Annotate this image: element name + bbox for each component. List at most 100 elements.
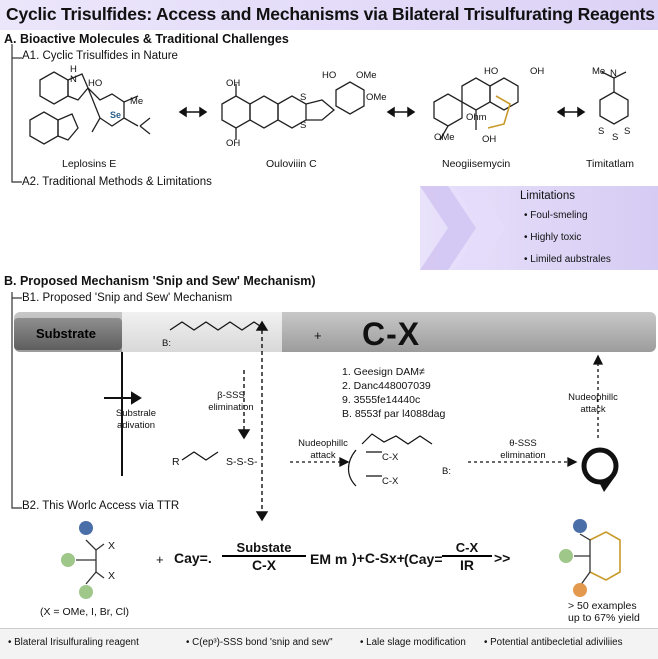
atom-label-ome-1: OMe	[356, 70, 377, 81]
atom-label-ho-3: HO	[484, 66, 499, 77]
ball-green-1	[61, 553, 75, 567]
section-a2-heading: A2. Traditional Methods & Limitations	[22, 176, 212, 188]
ball-green-2	[79, 585, 93, 599]
numbered-item: 1. Geesign DAM≠	[342, 366, 425, 378]
page-title: Cyclic Trisulfides: Access and Mechanism…	[6, 4, 655, 24]
yield-result: up to 67% yield	[568, 612, 640, 624]
footer-item: • C(ep³)-SSS bond 'snip and sew"	[186, 637, 333, 648]
r-sss-chain	[181, 451, 219, 461]
beta-sss-arrow	[237, 370, 251, 440]
nucleophilic-attack-arrow-1	[290, 456, 350, 468]
product-backbone	[574, 533, 591, 587]
limitation-item: • Highly toxic	[524, 232, 582, 243]
product-ball-blue	[573, 519, 587, 533]
intermediate-structure	[347, 433, 433, 487]
nucleophilic-attack-label-1: Nudeophillc attack	[298, 438, 348, 461]
atom-label-oh-3: OH	[530, 66, 545, 77]
product-ball-green	[559, 549, 573, 563]
fraction-2: C-X IR	[442, 540, 492, 573]
atom-label-ohm: Ohm	[466, 112, 487, 123]
section-b2-heading: B2. This Worlc Access via TTR	[22, 500, 180, 512]
numbered-item: B. 8553f par l4088dag	[342, 408, 446, 420]
substrate-activation-label: Substrale adivation	[115, 408, 157, 431]
equation-middle: )+C-Sx+	[352, 550, 405, 566]
plus-sign: +	[314, 328, 322, 343]
atom-label-me: Me	[130, 96, 144, 107]
activation-arrow	[104, 352, 142, 476]
molecule-4-structure	[599, 71, 629, 125]
atom-label-ho-2: HO	[322, 70, 337, 81]
footer-item: • Blateral Irisulfuraling reagent	[8, 637, 139, 648]
b2-substrate-structure	[76, 539, 105, 585]
mechanism-bar-highlight	[122, 312, 282, 352]
numbered-item: 2. Danc448007039	[342, 380, 431, 392]
theta-sss-label: θ-SSS elimination	[500, 438, 546, 461]
atom-label-oh-4: OH	[482, 134, 497, 145]
section-a-bracket	[11, 44, 22, 183]
footer-item: • Potential antibecletial adiviliies	[484, 637, 623, 648]
atom-label-s-1: S	[300, 92, 307, 103]
equilibrium-arrows	[178, 106, 586, 118]
molecule-name-3: Neogiisemycin	[442, 158, 511, 170]
base-label-1: B:	[162, 338, 171, 349]
fraction-1-denominator: C-X	[222, 555, 306, 573]
section-b1-heading: B1. Proposed 'Snip and Sew' Mechanism	[22, 292, 233, 304]
atom-label-n: N	[610, 68, 617, 79]
atom-label-s-2: S	[300, 120, 307, 131]
atom-label-ho: HO	[88, 78, 103, 89]
leaving-group-x-2: X	[108, 570, 116, 582]
fraction-2-numerator: C-X	[455, 540, 479, 555]
nucleophilic-attack-arrow-2	[592, 354, 604, 438]
cx-small-label-2: C-X	[382, 476, 399, 487]
limitations-chevrons	[420, 186, 506, 270]
beta-sss-label: β-SSS elimination	[208, 390, 254, 413]
r-group-label: R	[172, 456, 180, 468]
molecule-name-1: Leplosins E	[62, 158, 117, 170]
scope-result: > 50 examples	[568, 600, 637, 612]
se-atom-label: Se	[110, 110, 121, 120]
central-vertical-arrow	[255, 320, 269, 522]
atom-label-ome-2: OMe	[366, 92, 387, 103]
numbered-item: 9. 3555fe14440c	[342, 394, 421, 406]
cay-label-2: (Cay=	[404, 551, 443, 567]
atom-label-s-3: S	[598, 126, 605, 137]
nucleophilic-attack-label-2: Nudeophillc attack	[568, 392, 618, 415]
substrate-chain	[169, 321, 267, 331]
cx-small-label-1: C-X	[382, 452, 399, 463]
molecule-name-4: Timitatlam	[586, 158, 635, 170]
molecule-name-2: Ouloviiin C	[266, 158, 317, 170]
atom-label-nh: N	[70, 74, 77, 85]
atom-label-oh-2: OH	[226, 138, 241, 149]
limitation-item: • Limiled aubstrales	[524, 254, 611, 265]
fraction-1: Substate C-X	[222, 540, 306, 573]
section-b-heading: B. Proposed Mechanism 'Snip and Sew' Mec…	[4, 274, 316, 288]
product-ball-orange	[573, 583, 587, 597]
section-a-heading: A. Bioactive Molecules & Traditional Cha…	[4, 32, 289, 46]
cx-label: C-X	[362, 316, 421, 352]
ball-blue	[79, 521, 93, 535]
atom-label-ome-3: OMe	[434, 132, 455, 143]
reaction-arrow-end: >>	[494, 550, 511, 566]
theta-sss-arrow	[468, 456, 578, 468]
fraction-1-numerator: Substate	[236, 540, 292, 555]
fraction-2-denominator: IR	[442, 555, 492, 573]
section-a1-heading: A1. Cyclic Trisulfides in Nature	[22, 50, 178, 62]
atom-label-oh-1: OH	[226, 78, 241, 89]
trisulfide-chain-label: S-S-S-	[226, 456, 258, 468]
substrate-box	[14, 318, 122, 350]
cycle-icon	[581, 447, 619, 492]
footer-bar	[0, 628, 658, 659]
limitation-item: • Foul-smeling	[524, 210, 588, 221]
cay-label-1: Cay=.	[174, 550, 212, 566]
title-banner	[0, 0, 658, 30]
molecule-1-structure	[29, 71, 151, 145]
section-b-bracket	[11, 292, 22, 509]
base-label-2: B:	[442, 466, 451, 477]
molecule-2-structure	[221, 81, 365, 140]
atom-label-h: H	[70, 64, 77, 75]
atom-label-me-2: Me	[592, 66, 606, 77]
equation-plus: +	[156, 552, 164, 567]
molecule-3-structure	[433, 77, 519, 141]
leaving-group-x-1: X	[108, 540, 116, 552]
product-trisulfide-ring	[589, 531, 621, 581]
